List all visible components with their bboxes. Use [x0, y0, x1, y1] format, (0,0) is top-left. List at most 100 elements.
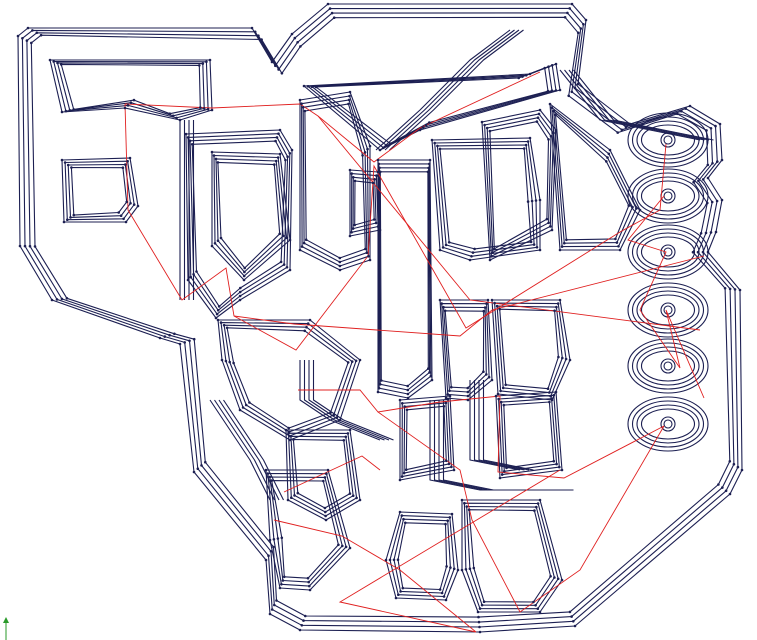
pocket-8-node [547, 138, 550, 141]
pocket-13-node [296, 491, 300, 495]
pocket-3-node [186, 278, 190, 282]
pocket-7-node [470, 254, 473, 258]
pocket-3-node [279, 260, 283, 264]
pocket-7-node [526, 200, 530, 203]
corridor-3-pass-4 [312, 360, 394, 441]
corridor-1-pass-4 [573, 69, 714, 141]
pocket-14-node [266, 472, 270, 475]
pocket-7-node [473, 247, 476, 251]
board-outline-node [299, 45, 302, 48]
board-outline-node [740, 468, 744, 472]
pocket-7-node [433, 141, 437, 145]
pocket-8-pass-1 [481, 109, 557, 261]
pocket-14-node [268, 538, 272, 542]
pocket-8-node [490, 254, 493, 258]
pocket-19-node [288, 238, 292, 242]
pocket-7-node [535, 246, 539, 249]
pocket-5-node [554, 62, 558, 66]
pocket-1-node [201, 62, 205, 65]
pocket-7-node [438, 248, 442, 252]
pocket-13-node [293, 494, 296, 497]
pocket-10-node [288, 438, 292, 442]
pocket-2-node [126, 159, 129, 163]
board-outline-node [709, 127, 713, 130]
pocket-19-node [285, 236, 288, 240]
pocket-3-node [195, 270, 198, 273]
board-outline-node [260, 38, 263, 41]
pocket-8-node [493, 247, 496, 251]
board-outline-node [269, 550, 273, 553]
rapid-move-8 [627, 195, 705, 399]
pocket-3-node [188, 139, 192, 143]
pocket-10-node [306, 322, 310, 325]
pocket-2-node [62, 220, 66, 224]
pocket-1-pass-3 [56, 62, 205, 117]
corridor-7-pass-1 [209, 399, 271, 501]
pocket-8-node [552, 131, 555, 135]
board-outline-node [163, 335, 167, 338]
pocket-16-node [535, 505, 538, 509]
pocket-8-node [488, 129, 492, 133]
pocket-4-node [304, 238, 308, 241]
pocket-5-node [524, 74, 528, 77]
corridor-6-pass-4 [482, 380, 534, 471]
pocket-1-node [59, 63, 63, 66]
board-outline-node [477, 615, 480, 619]
pocket-16-node [534, 604, 537, 607]
pocket-15-node [400, 514, 404, 517]
board-outline-node [572, 620, 575, 623]
board-outline-node [691, 250, 695, 254]
board-outline-node [326, 2, 330, 6]
pocket-3-node [288, 152, 292, 155]
pocket-13-node [289, 435, 293, 438]
board-outline-node [567, 94, 570, 98]
pocket-11-node [438, 298, 442, 302]
pocket-2-node [63, 161, 67, 164]
pocket-1-node [205, 60, 208, 64]
board-outline-node [26, 26, 30, 30]
pad-3-ring-4 [640, 236, 696, 268]
pocket-11-node [443, 309, 447, 313]
pocket-2-node [70, 166, 73, 169]
board-outline-node [570, 615, 573, 618]
pocket-3-node [286, 155, 289, 158]
pocket-7-node [526, 140, 530, 143]
pad-2-ring-2 [631, 172, 705, 220]
pocket-7-node [436, 144, 439, 148]
pocket-16-node [463, 501, 466, 505]
pocket-10-node [335, 416, 339, 419]
pocket-10-node [220, 358, 224, 362]
pocket-13-node [348, 428, 352, 432]
pocket-7-node [468, 258, 472, 262]
rapid-move-3 [233, 255, 705, 337]
pocket-11-node [485, 302, 488, 306]
board-outline-node [253, 30, 257, 34]
pocket-4-node [361, 154, 364, 157]
pocket-14-node [308, 588, 312, 592]
pocket-3-node [274, 139, 277, 143]
pocket-14-node [264, 468, 268, 472]
pocket-5-node [385, 144, 389, 147]
pad-6-hole [660, 416, 676, 432]
pocket-20-node [351, 227, 355, 230]
pocket-4-node [302, 241, 306, 245]
board-outline-node [728, 287, 732, 291]
pocket-16-node [468, 567, 472, 570]
pocket-4-node [368, 144, 372, 148]
pocket-14-node [280, 583, 283, 586]
pocket-5-node [421, 126, 425, 129]
board-outline-node [720, 158, 724, 162]
board-outline-node [28, 244, 32, 248]
pocket-8-node [547, 221, 550, 225]
pocket-10-node [219, 321, 223, 324]
pocket-1-node [178, 118, 182, 122]
pocket-15-node [401, 586, 405, 590]
pocket-8-pass-2 [484, 113, 555, 257]
pocket-18-node [499, 400, 503, 404]
pocket-1-node [206, 107, 210, 111]
pocket-16-node [480, 603, 484, 607]
pocket-8-node [488, 258, 492, 262]
pocket-9-node [615, 241, 619, 244]
pocket-11-pass-1 [439, 299, 493, 401]
pocket-8-node [538, 108, 542, 112]
